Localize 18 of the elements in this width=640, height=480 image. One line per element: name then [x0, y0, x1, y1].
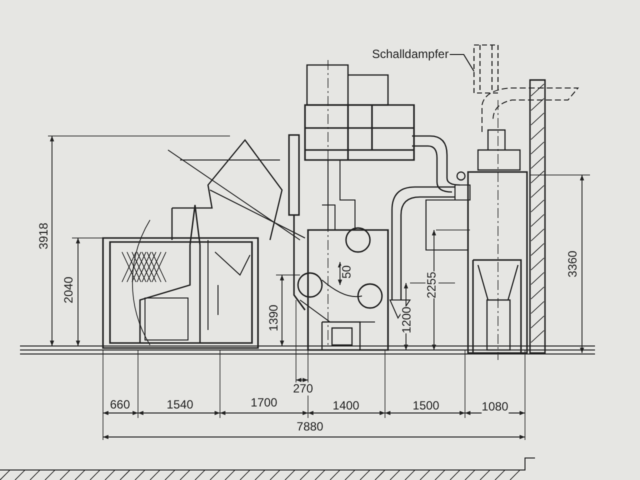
- dimension-value: 270: [292, 382, 314, 396]
- dimension-value: 1390: [268, 304, 280, 332]
- dimension-value: 1700: [250, 396, 278, 410]
- dimension-value: 1080: [482, 400, 508, 414]
- silencer-drawing: [473, 44, 499, 94]
- dimension-value: 1400: [332, 400, 360, 412]
- dimension-value: 7880: [296, 420, 324, 434]
- dimension-value: 1500: [412, 400, 440, 412]
- dimension-value: 1540: [166, 398, 194, 412]
- dimension-value: 2255: [426, 272, 438, 298]
- dimension-value: 660: [110, 398, 130, 412]
- dimension-value: 2040: [62, 276, 76, 304]
- dimension-value: 50: [340, 265, 354, 279]
- part-label: Schalldampfer: [372, 48, 449, 61]
- dimension-value: 3360: [566, 250, 580, 278]
- dimension-value: 1200: [400, 306, 414, 334]
- leader-line: [450, 54, 474, 72]
- dimension-value: 3918: [38, 222, 50, 250]
